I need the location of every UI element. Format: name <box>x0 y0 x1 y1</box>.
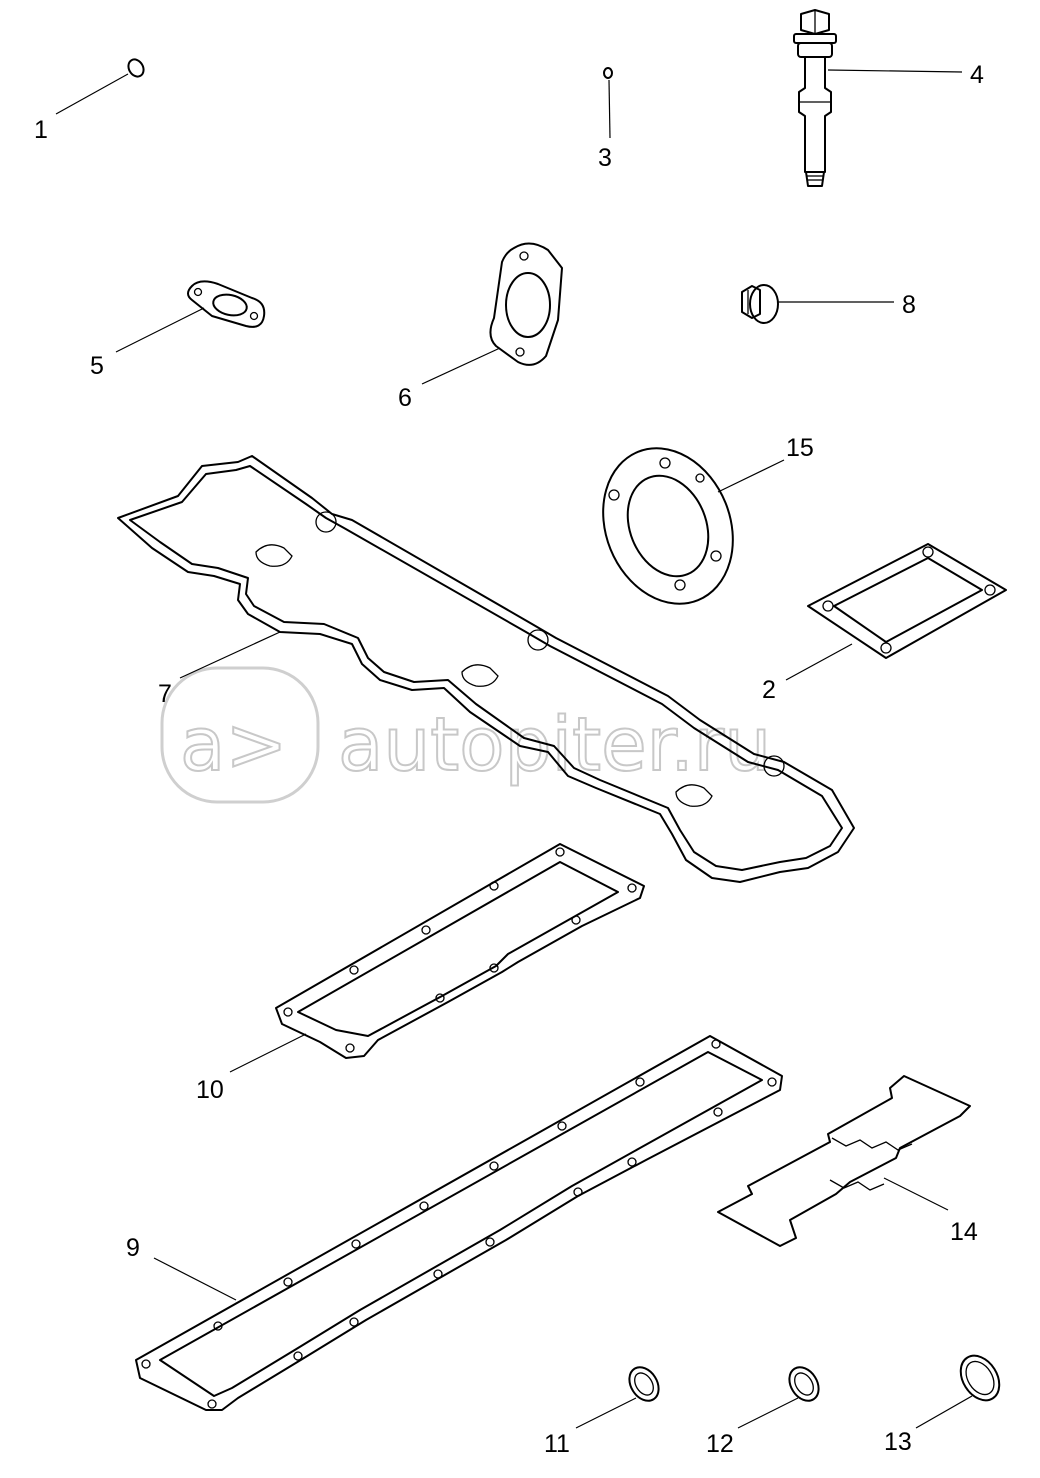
part-9-long-gasket <box>135 1035 783 1411</box>
callout-11: 11 <box>544 1430 570 1458</box>
callout-8: 8 <box>902 291 916 319</box>
part-6-exhaust-gasket <box>489 242 563 366</box>
part-1-oring <box>127 58 145 78</box>
part-11-oring <box>628 1366 660 1402</box>
leader-lines <box>55 69 973 1429</box>
callout-15: 15 <box>786 434 814 462</box>
part-5-flange-gasket <box>187 280 266 328</box>
callout-5: 5 <box>90 352 104 380</box>
part-12-oring <box>788 1366 820 1402</box>
callout-7: 7 <box>158 680 172 708</box>
part-2-rect-gasket <box>807 543 1007 659</box>
part-15-round-gasket <box>602 447 734 605</box>
part-14-heat-shield <box>717 1075 971 1247</box>
watermark: a> autopiter.ru <box>160 666 772 804</box>
callout-2: 2 <box>762 676 776 704</box>
watermark-logo-badge <box>160 666 320 804</box>
callout-4: 4 <box>970 61 984 89</box>
callout-10: 10 <box>196 1076 224 1104</box>
callout-12: 12 <box>706 1430 734 1458</box>
part-8-plug <box>741 284 779 324</box>
watermark-logo-glyph: a> <box>180 702 287 788</box>
callout-9: 9 <box>126 1234 140 1262</box>
part-3-oring <box>603 67 613 79</box>
callout-3: 3 <box>598 144 612 172</box>
watermark-text: autopiter.ru <box>338 702 771 788</box>
callout-14: 14 <box>950 1218 978 1246</box>
callout-13: 13 <box>884 1428 912 1456</box>
callout-6: 6 <box>398 384 412 412</box>
part-13-oring <box>959 1354 1001 1402</box>
part-10-manifold-gasket <box>275 843 645 1059</box>
part-4-injector <box>793 9 837 187</box>
callout-1: 1 <box>34 116 48 144</box>
callout-labels: 1 3 4 5 6 8 15 2 7 10 9 14 11 12 13 <box>34 61 984 1458</box>
